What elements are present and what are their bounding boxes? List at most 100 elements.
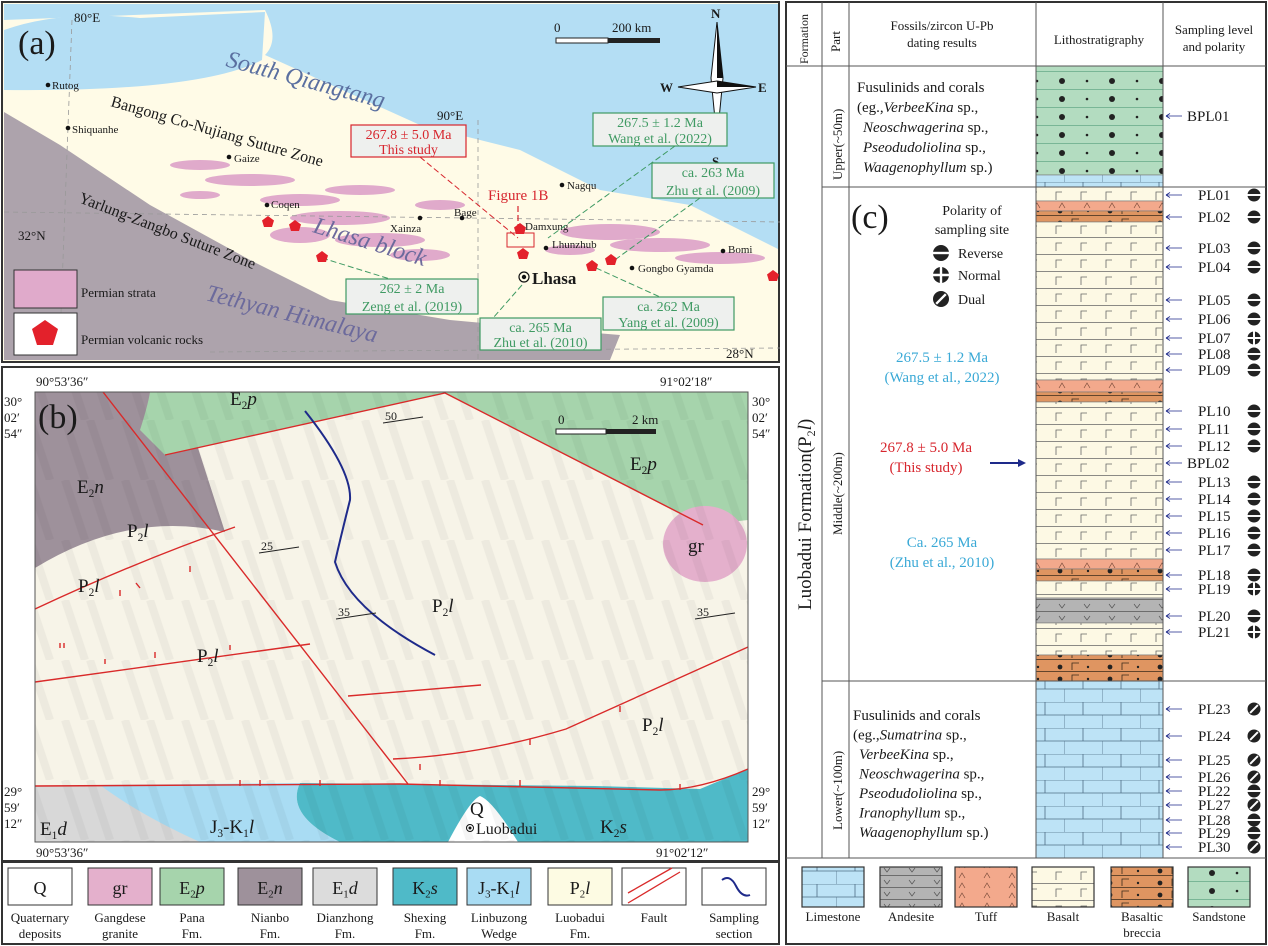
zircon-dates: 267.5 ± 1.2 Ma(Wang et al., 2022)267.8 ±… xyxy=(880,350,1000,571)
date-reference: (Wang et al., 2022) xyxy=(884,370,999,386)
unit-label: K2s xyxy=(412,878,437,901)
polarity-legend-label: Normal xyxy=(958,269,1001,284)
cities: RutogShiquanheGaizeCoqenXainzaBageDamxun… xyxy=(45,80,752,275)
sample-pl22: PL22 xyxy=(1165,784,1261,800)
sample-id: PL21 xyxy=(1198,625,1231,641)
lat-28n-label: 28°N xyxy=(726,346,754,361)
unit-label: E1d xyxy=(332,878,358,901)
header-part: Part xyxy=(828,31,843,52)
pentagon-icon xyxy=(316,251,328,262)
reverse-polarity-icon xyxy=(1247,526,1261,540)
reverse-polarity-icon xyxy=(1247,475,1261,489)
sample-id: PL22 xyxy=(1198,784,1231,800)
unit-label: K2s xyxy=(600,817,627,840)
scale-zero: 0 xyxy=(554,20,561,35)
pentagon-icon xyxy=(262,216,274,227)
reverse-polarity-icon xyxy=(1247,609,1261,623)
age-value: 267.5 ± 1.2 Ma xyxy=(617,116,704,131)
fossil-line: Waagenophyllum sp.) xyxy=(859,825,988,841)
dual-polarity-icon xyxy=(1247,702,1261,716)
lon-80e-label: 80°E xyxy=(74,10,100,25)
figure-1b-label: Figure 1B xyxy=(488,188,548,204)
sample-pl18: PL18 xyxy=(1165,568,1261,584)
legend-label: Nianbo xyxy=(251,910,289,925)
sample-pl01: PL01 xyxy=(1165,188,1261,204)
latitude-label: 59′ xyxy=(752,800,768,815)
panel-c-stratigraphic-column: Formation Part Fossils/zircon U-Pb datin… xyxy=(785,1,1267,945)
scale-distance: 200 km xyxy=(612,20,651,35)
city-gaize: Gaize xyxy=(226,153,260,165)
latitude-label: 29° xyxy=(4,784,22,799)
reverse-polarity-icon xyxy=(1247,568,1261,582)
latitude-label: 59′ xyxy=(4,800,20,815)
formation-name: Luobadui Formation(P2l) xyxy=(795,419,818,610)
layer-basalt xyxy=(1035,186,1164,202)
scale-zero: 0 xyxy=(558,412,565,427)
sample-pl08: PL08 xyxy=(1165,347,1261,363)
legend-label: Quaternary xyxy=(11,910,70,925)
layer-sandstone xyxy=(1035,65,1164,176)
pentagon-icon xyxy=(605,254,617,265)
sample-pl26: PL26 xyxy=(1165,770,1261,786)
legend-label: Basalt xyxy=(1047,909,1080,924)
sample-id: PL17 xyxy=(1198,543,1231,559)
age-value: ca. 265 Ma xyxy=(509,321,572,336)
city-rutog: Rutog xyxy=(45,80,79,92)
layer-breccia xyxy=(1035,568,1164,582)
legend-label: granite xyxy=(102,926,138,941)
city-lhasa: Lhasa xyxy=(518,269,577,288)
fossil-line: VerbeeKina sp., xyxy=(859,747,954,763)
sampling-section-icon xyxy=(721,877,751,897)
pentagon-icon xyxy=(767,270,779,281)
latitude-label: 02′ xyxy=(4,410,20,425)
dip-value: 25 xyxy=(261,539,273,553)
fossil-lists: Fusulinids and corals(eg.,VerbeeKina sp.… xyxy=(853,80,992,841)
legend-permian-strata: Permian strata xyxy=(81,285,156,300)
age-reference: Zeng et al. (2019) xyxy=(362,300,463,315)
city-label: Gaize xyxy=(234,153,260,165)
layer-limestone xyxy=(1035,680,1164,859)
sample-id: PL30 xyxy=(1198,840,1231,856)
unit-label: gr xyxy=(113,878,128,898)
sample-id: PL12 xyxy=(1198,439,1231,455)
sample-pl28: PL28 xyxy=(1165,813,1261,829)
reverse-polarity-icon xyxy=(1247,188,1261,202)
sample-pl15: PL15 xyxy=(1165,509,1261,525)
layer-andesite xyxy=(1035,597,1164,624)
sample-id: PL23 xyxy=(1198,702,1231,718)
fossil-line: Neoschwagerina sp., xyxy=(858,767,984,783)
sample-id: PL10 xyxy=(1198,404,1231,420)
sample-id: PL15 xyxy=(1198,509,1231,525)
fossil-line: Neoschwagerina sp., xyxy=(862,120,988,136)
reverse-polarity-icon xyxy=(933,245,949,261)
polarity-legend-title-2: sampling site xyxy=(935,223,1009,238)
dip-value: 35 xyxy=(697,605,709,619)
sampling-section xyxy=(304,410,436,656)
age-reference: Zhu et al. (2010) xyxy=(493,336,587,351)
legend-tuff: Tuff xyxy=(954,866,1018,924)
latitude-label: 30° xyxy=(752,394,770,409)
header-formation: Formation xyxy=(797,14,811,64)
legend-label: Fm. xyxy=(415,926,436,941)
unit-label: P2l xyxy=(570,878,590,901)
fossil-line: Fusulinids and corals xyxy=(853,708,981,724)
legend-label: section xyxy=(716,926,753,941)
header-lithostratigraphy: Lithostratigraphy xyxy=(1054,32,1145,47)
legend-label: Pana xyxy=(179,910,205,925)
reverse-polarity-icon xyxy=(1247,260,1261,274)
sample-pl23: PL23 xyxy=(1165,702,1261,718)
date-age: 267.8 ± 5.0 Ma xyxy=(880,440,972,456)
legend-label: Sampling xyxy=(709,910,759,925)
city-coqen: Coqen xyxy=(264,199,300,211)
layer-basalt xyxy=(1035,622,1164,656)
reverse-polarity-icon xyxy=(1247,210,1261,224)
reverse-polarity-icon xyxy=(1247,363,1261,377)
fossil-line: Iranophyllum sp., xyxy=(858,806,965,822)
reverse-polarity-icon xyxy=(1247,293,1261,307)
